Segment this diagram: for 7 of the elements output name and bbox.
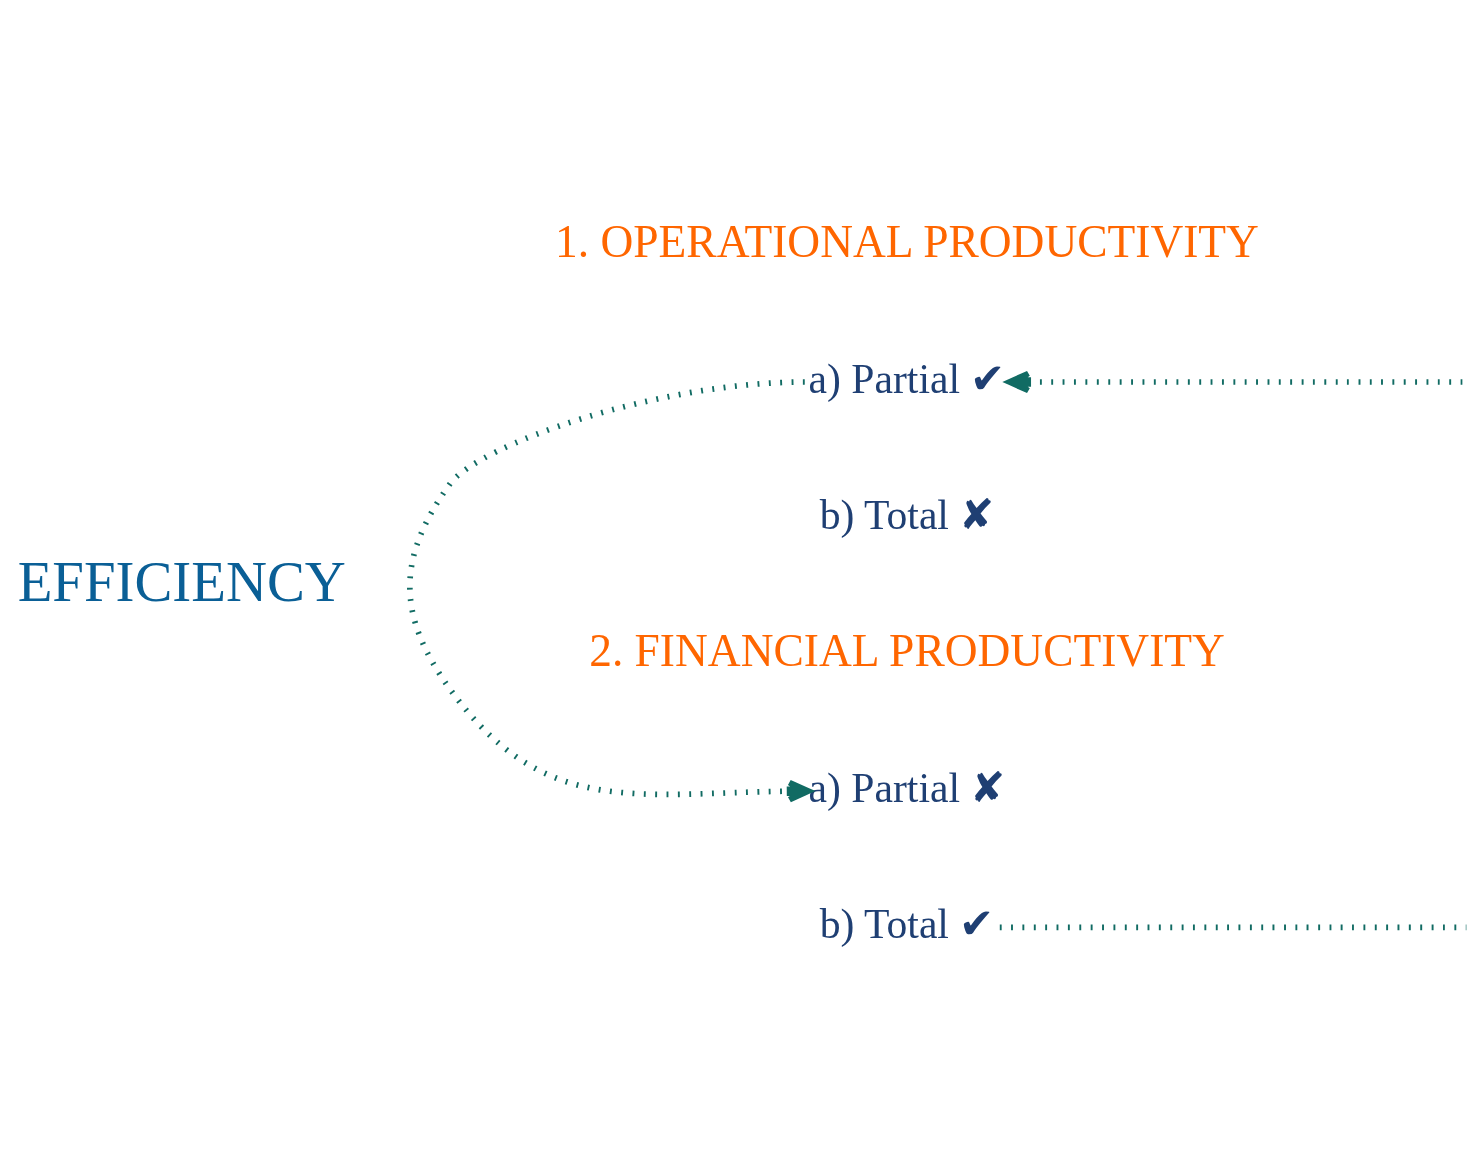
node-text: a) Partial ✘ (808, 764, 1006, 811)
node-text: b) Total ✔ (819, 900, 995, 947)
node-text: b) Total ✘ (819, 491, 995, 538)
node-text: EFFICIENCY (17, 549, 346, 613)
node-text: 1. OPERATIONAL PRODUCTIVITY (555, 216, 1259, 267)
node-text: 2. FINANCIAL PRODUCTIVITY (589, 625, 1225, 676)
node-text: a) Partial ✔ (808, 355, 1006, 402)
